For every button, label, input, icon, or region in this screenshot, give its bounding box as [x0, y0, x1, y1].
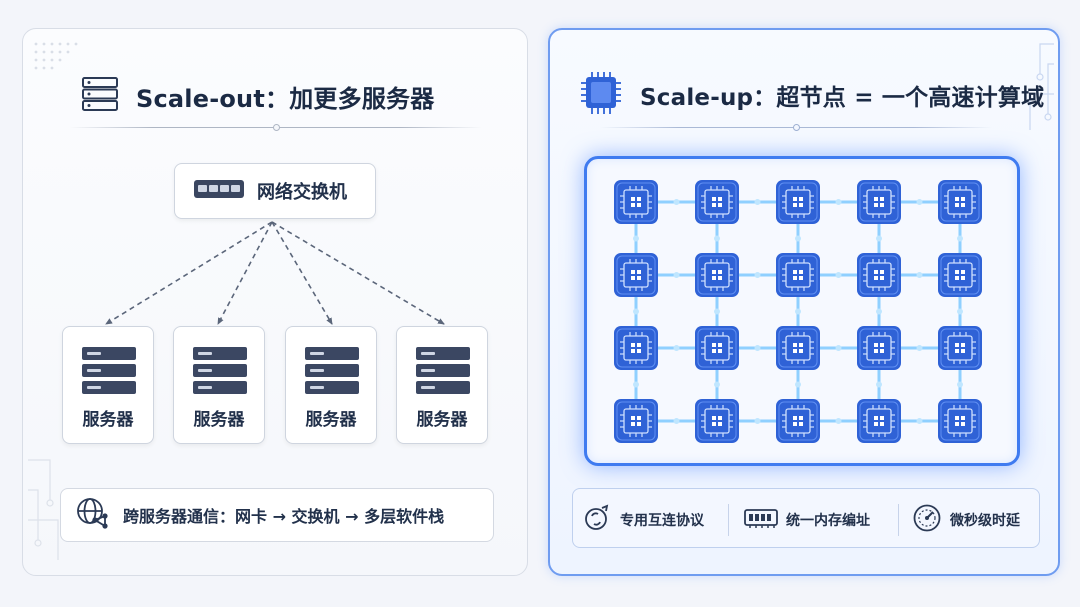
chip-icon — [857, 399, 901, 443]
chip-icon — [614, 326, 658, 370]
link-node — [673, 272, 680, 278]
link-node — [633, 381, 639, 388]
link-node — [673, 418, 680, 424]
link-node — [795, 381, 801, 388]
divider — [70, 124, 482, 131]
link-node — [714, 308, 720, 315]
server-node: 服务器 — [62, 326, 154, 444]
gauge-icon — [912, 503, 942, 537]
link-node — [754, 418, 761, 424]
server-rack-icon — [305, 347, 359, 394]
chip-icon — [776, 180, 820, 224]
feature-interconnect: 专用互连协议 — [584, 490, 704, 550]
link-node — [754, 345, 761, 351]
feature-latency: 微秒级时延 — [912, 490, 1020, 550]
link-node — [957, 381, 963, 388]
server-label: 服务器 — [193, 410, 245, 430]
chip-icon — [938, 326, 982, 370]
link-node — [633, 235, 639, 242]
footer-text: 跨服务器通信：网卡 → 交换机 → 多层软件栈 — [123, 507, 445, 526]
link-node — [835, 418, 842, 424]
scale-up-title: Scale-up：超节点 = 一个高速计算域 — [640, 85, 1045, 111]
feature-bar — [572, 488, 1040, 548]
link-node — [633, 308, 639, 315]
server-node: 服务器 — [396, 326, 488, 444]
link-node — [916, 418, 923, 424]
scale-out-title: Scale-out：加更多服务器 — [136, 84, 435, 113]
separator — [728, 504, 729, 536]
link-node — [795, 308, 801, 315]
server-rack-icon — [80, 76, 120, 116]
server-rack-icon — [416, 347, 470, 394]
chip-icon — [857, 253, 901, 297]
server-rack-icon — [193, 347, 247, 394]
feature-memory: 统一内存编址 — [744, 490, 870, 550]
link-node — [876, 308, 882, 315]
circuit-decoration — [34, 42, 78, 70]
link-node — [957, 308, 963, 315]
chip-icon — [614, 180, 658, 224]
connection-arrows — [105, 221, 445, 325]
link-node — [714, 381, 720, 388]
chip-icon — [695, 253, 739, 297]
server-node: 服务器 — [285, 326, 377, 444]
communication-path-note: 跨服务器通信：网卡 → 交换机 → 多层软件栈 — [60, 488, 494, 542]
scale-out-header: Scale-out：加更多服务器 — [80, 76, 434, 116]
chip-icon — [938, 399, 982, 443]
interconnect-icon — [584, 504, 612, 536]
chip-icon — [938, 253, 982, 297]
chip-icon — [695, 399, 739, 443]
link-node — [835, 272, 842, 278]
circuit-decoration — [1029, 43, 1054, 130]
link-node — [673, 345, 680, 351]
circuit-decoration — [28, 459, 59, 560]
link-node — [916, 272, 923, 278]
link-node — [754, 272, 761, 278]
link-node — [795, 235, 801, 242]
link-node — [714, 235, 720, 242]
scale-out-panel — [22, 28, 528, 576]
chip-icon — [614, 399, 658, 443]
divider — [600, 124, 992, 131]
network-switch-box: 网络交换机 — [174, 163, 376, 219]
switch-label: 网络交换机 — [257, 182, 347, 203]
scale-up-header: Scale-up：超节点 = 一个高速计算域 — [578, 70, 1044, 120]
link-node — [835, 199, 842, 205]
server-rack-icon — [82, 347, 136, 394]
chip-icon — [776, 326, 820, 370]
chip-icon — [938, 180, 982, 224]
feature-label: 微秒级时延 — [950, 513, 1020, 529]
link-node — [876, 235, 882, 242]
link-node — [916, 199, 923, 205]
link-node — [957, 235, 963, 242]
link-node — [916, 345, 923, 351]
chip-icon — [614, 253, 658, 297]
separator — [898, 504, 899, 536]
chip-icon — [857, 326, 901, 370]
server-label: 服务器 — [416, 410, 468, 430]
link-node — [835, 345, 842, 351]
server-label: 服务器 — [305, 410, 357, 430]
chip-icon — [857, 180, 901, 224]
feature-label: 专用互连协议 — [620, 513, 704, 529]
chip-icon — [695, 326, 739, 370]
chip-icon — [578, 70, 626, 120]
link-node — [754, 199, 761, 205]
server-label: 服务器 — [82, 410, 134, 430]
link-node — [876, 381, 882, 388]
server-node: 服务器 — [173, 326, 265, 444]
chip-icon — [695, 180, 739, 224]
network-switch-icon — [193, 178, 245, 204]
chip-icon — [776, 253, 820, 297]
chip-icon — [776, 399, 820, 443]
globe-network-icon — [75, 496, 111, 534]
link-node — [673, 199, 680, 205]
feature-label: 统一内存编址 — [786, 513, 870, 529]
chip-grid — [614, 180, 982, 443]
memory-icon — [744, 507, 778, 533]
